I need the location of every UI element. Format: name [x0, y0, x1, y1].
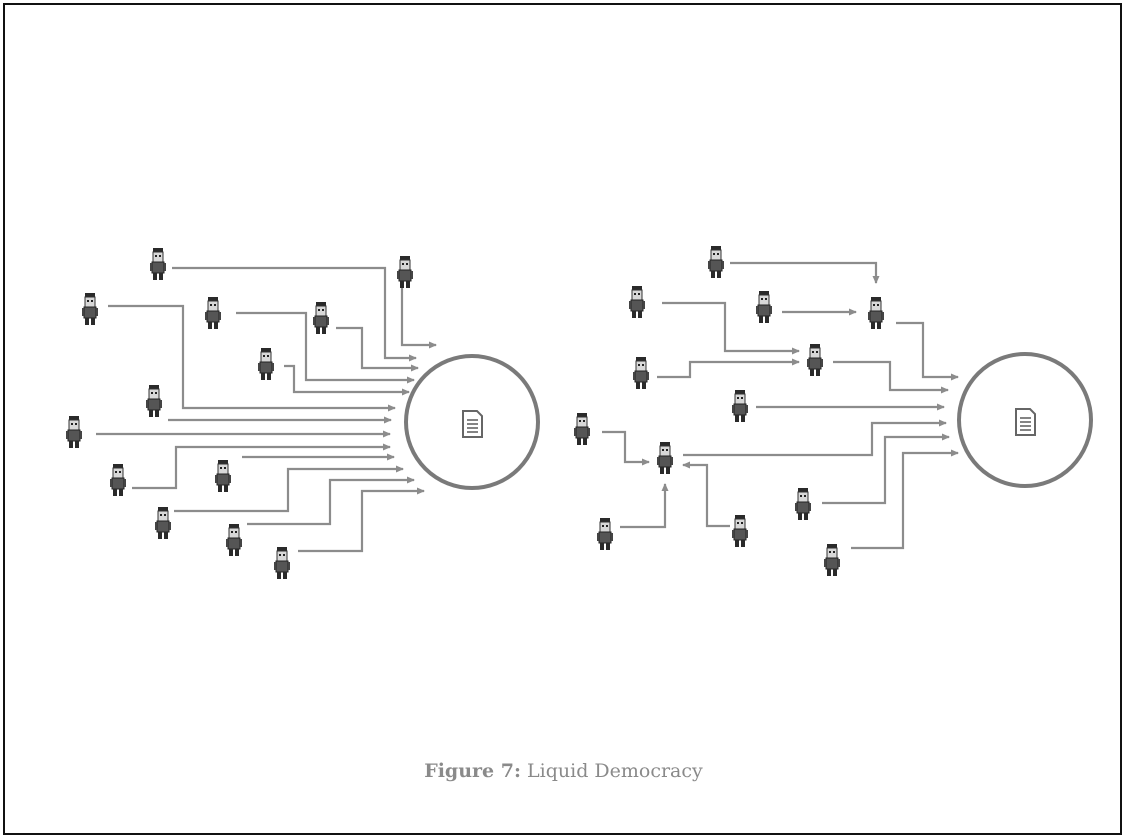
figure-caption-label: Figure 7: — [424, 760, 521, 782]
voter-icon — [632, 356, 650, 390]
delegation-arrow — [620, 483, 669, 529]
vote-arrow — [400, 282, 437, 349]
vote-arrow — [683, 419, 947, 457]
vote-arrow — [896, 321, 959, 381]
voter-icon — [204, 296, 222, 330]
voter-icon — [731, 389, 749, 423]
voter-icon — [273, 546, 291, 580]
left-panel-direct-democracy — [65, 247, 540, 580]
voter-icon — [396, 255, 414, 289]
delegate-icon — [656, 441, 674, 475]
vote-arrow — [851, 449, 959, 550]
delegate-icon — [867, 296, 885, 330]
figure-caption-text: Liquid Democracy — [527, 760, 703, 782]
vote-arrow — [822, 433, 950, 505]
voter-icon — [707, 245, 725, 279]
right-panel-liquid-democracy — [573, 245, 1093, 577]
vote-arrow — [174, 465, 404, 513]
voter-icon — [65, 415, 83, 449]
voter-icon — [794, 487, 812, 521]
delegation-arrow — [662, 301, 800, 355]
voter-icon — [154, 506, 172, 540]
voter-icon — [214, 459, 232, 493]
delegation-arrow — [682, 461, 730, 528]
voter-icon — [109, 463, 127, 497]
voter-icon — [731, 514, 749, 548]
left-proposal-circle — [404, 354, 540, 490]
document-icon — [462, 410, 483, 438]
delegation-arrow — [657, 358, 800, 379]
vote-arrow — [132, 443, 391, 490]
voter-icon — [149, 247, 167, 281]
delegation-arrow — [602, 430, 650, 466]
voter-icon — [225, 523, 243, 557]
right-proposal-circle — [957, 352, 1093, 488]
voter-icon — [312, 301, 330, 335]
voter-icon — [755, 290, 773, 324]
voter-icon — [145, 384, 163, 418]
figure-caption: Figure 7: Liquid Democracy — [0, 760, 1127, 782]
document-icon — [1015, 408, 1036, 436]
vote-arrow — [336, 326, 419, 372]
vote-arrow — [108, 304, 396, 412]
vote-arrow — [298, 487, 425, 553]
delegation-arrow — [730, 261, 880, 284]
vote-arrow — [833, 360, 949, 394]
voter-icon — [823, 543, 841, 577]
voter-icon — [628, 285, 646, 319]
vote-arrow — [284, 364, 410, 396]
delegate-icon — [806, 343, 824, 377]
voter-icon — [596, 517, 614, 551]
voter-icon — [573, 412, 591, 446]
vote-arrow — [247, 476, 415, 526]
vote-arrow — [172, 266, 417, 362]
vote-arrow — [236, 311, 415, 384]
voter-icon — [257, 347, 275, 381]
voter-icon — [81, 292, 99, 326]
